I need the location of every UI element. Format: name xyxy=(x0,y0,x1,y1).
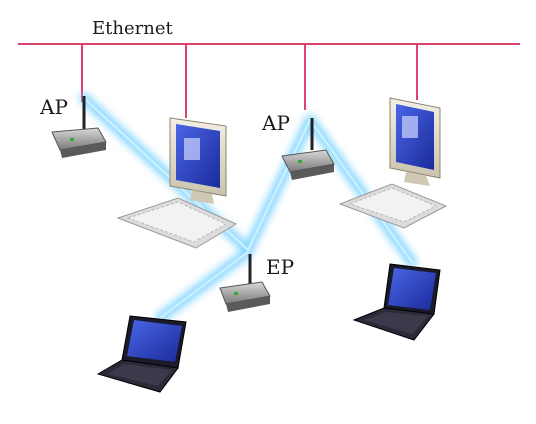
wireless-links xyxy=(79,93,417,323)
ap-left-label: AP xyxy=(39,95,68,119)
ethernet-bus xyxy=(18,43,520,118)
ap-right-label: AP xyxy=(261,111,290,135)
keyboard-icon xyxy=(116,197,238,249)
desktop-computer-icon xyxy=(169,117,227,204)
ep-label: EP xyxy=(266,255,294,279)
access-point-icon xyxy=(281,118,335,180)
ethernet-point xyxy=(219,254,271,312)
laptop-left xyxy=(96,315,187,393)
access-point-left xyxy=(51,96,107,158)
link-ep-to-ap-right xyxy=(246,118,312,252)
ethernet-label: Ethernet xyxy=(92,18,173,39)
link-ap-right-to-laptop xyxy=(308,118,414,264)
link-ep-to-laptop xyxy=(158,250,250,320)
access-point-right xyxy=(281,118,335,180)
desktop-computer-icon xyxy=(389,97,441,186)
keyboard-icon xyxy=(338,183,448,229)
desktop-right xyxy=(338,97,448,229)
access-point-icon xyxy=(51,96,107,158)
desktop-left xyxy=(116,117,238,249)
access-point-icon xyxy=(219,254,271,312)
laptop-icon xyxy=(352,263,441,341)
laptop-icon xyxy=(96,315,187,393)
laptop-right xyxy=(352,263,441,341)
